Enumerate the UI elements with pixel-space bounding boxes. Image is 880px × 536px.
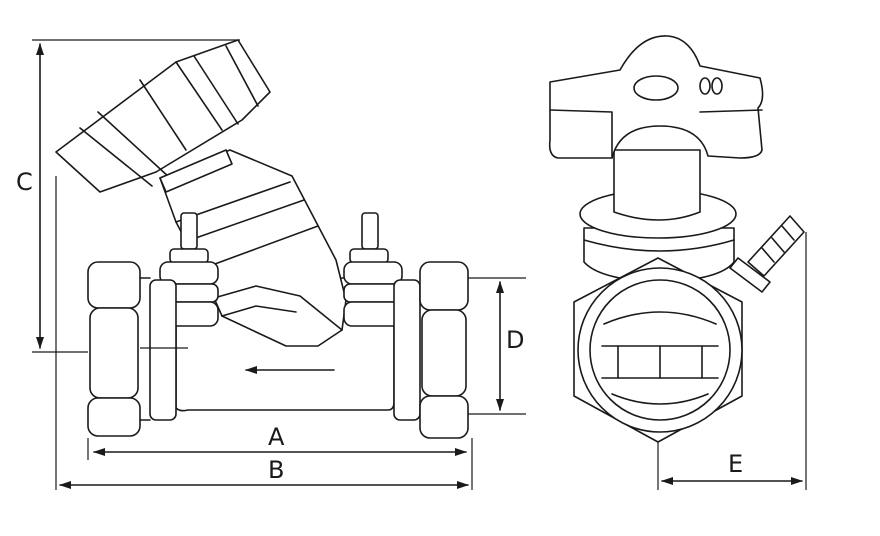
dimension-lines bbox=[32, 39, 807, 490]
stem bbox=[613, 149, 701, 221]
dimension-label-d: D bbox=[506, 326, 524, 354]
front-view bbox=[548, 35, 805, 443]
handle bbox=[548, 35, 764, 159]
dimension-label-e: E bbox=[728, 450, 743, 478]
side-view bbox=[55, 39, 469, 439]
dimension-label-a: A bbox=[268, 423, 285, 451]
handwheel bbox=[55, 39, 271, 193]
dimension-label-b: B bbox=[268, 456, 284, 484]
right-test-point bbox=[343, 212, 403, 327]
right-union-nut bbox=[393, 261, 469, 439]
hex-body bbox=[573, 257, 743, 443]
left-union-nut bbox=[87, 261, 177, 437]
drain-fitting bbox=[729, 215, 805, 293]
dimension-label-c: C bbox=[16, 168, 33, 196]
